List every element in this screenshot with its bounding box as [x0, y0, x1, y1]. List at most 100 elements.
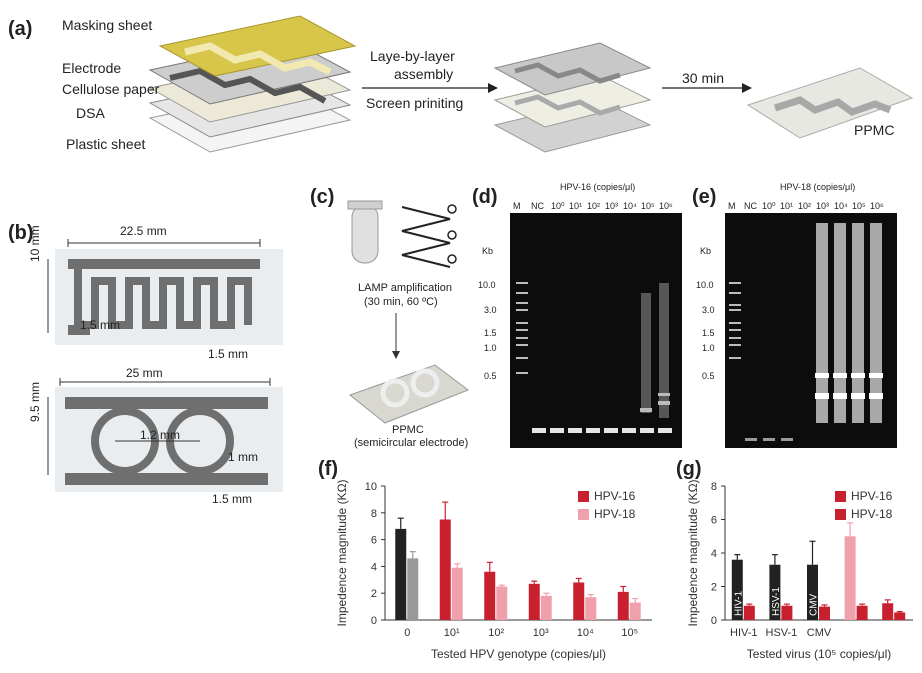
panel-g-label: (g): [676, 458, 702, 480]
y-tick-label: 10: [365, 481, 377, 493]
gel-d-lane: NC: [531, 201, 544, 211]
gel-e-lane: 10³: [816, 201, 830, 211]
gel-e-lane: 10⁵: [852, 201, 866, 211]
legend-label: HPV-18: [594, 507, 636, 521]
gel-d-lane: 10⁵: [641, 201, 655, 211]
y-tick-label: 4: [711, 548, 717, 560]
layer-label-electrode: Electrode: [62, 60, 122, 76]
dim-top-height: 10 mm: [28, 225, 42, 262]
gel-e-lane: M: [728, 201, 736, 211]
layer-label-dsa: DSA: [76, 105, 105, 121]
x-tick-label: 10³: [533, 627, 549, 639]
panel-c-illustration: [347, 200, 470, 424]
bar: [484, 571, 496, 620]
x-axis-label: Tested virus (10⁵ copies/μl): [747, 647, 892, 661]
legend-label: HPV-18: [851, 507, 893, 521]
layer-label-cellulose: Cellulose paper: [62, 81, 160, 97]
x-tick-label: 10⁵: [621, 627, 638, 639]
gel-d-marker: 1.5: [484, 328, 497, 338]
y-tick-label: 0: [371, 615, 377, 627]
step-label-time: 30 min: [682, 70, 725, 86]
gel-d-lane: 10⁴: [623, 201, 637, 211]
bar: [439, 519, 451, 620]
exploded-layer-stack: [148, 15, 357, 153]
gel-e-lane: NC: [744, 201, 757, 211]
bar: [731, 559, 743, 620]
gel-e-lane: 10⁴: [834, 201, 848, 211]
bar-label: HSV-1: [771, 587, 782, 616]
gel-d-lane: 10³: [605, 201, 619, 211]
y-tick-label: 2: [371, 588, 377, 600]
bar: [496, 586, 508, 620]
gel-d-lane: 10⁰: [551, 201, 565, 211]
step-label-printing: Screen priniting: [366, 95, 464, 111]
dim-bottom-inner: 1.2 mm: [140, 428, 181, 442]
bar: [743, 605, 755, 620]
legend-swatch: [835, 509, 846, 520]
gel-e-marker: 10.0: [696, 280, 714, 290]
x-tick-label: HSV-1: [766, 627, 798, 639]
bar: [573, 582, 585, 620]
bar: [769, 564, 781, 620]
x-tick-label: 10¹: [444, 627, 460, 639]
y-tick-label: 8: [711, 481, 717, 493]
bar: [819, 606, 830, 620]
bar: [540, 595, 552, 620]
gel-e-lane: 10¹: [780, 201, 794, 211]
panel-b-illustration: [47, 239, 283, 492]
gel-e-marker: 0.5: [702, 371, 715, 381]
bar: [528, 583, 540, 620]
ppmc-c-label: PPMC: [392, 424, 424, 436]
gel-d-marker: 10.0: [478, 280, 496, 290]
panel-a-illustration: [148, 15, 914, 153]
gel-d-marker: 1.0: [484, 343, 497, 353]
gel-d-lane: 10⁶: [659, 201, 673, 211]
step-label-layer: Laye-by-layer: [370, 48, 455, 64]
bar: [451, 567, 463, 620]
y-axis-label: Impedence magnitude (KΩ): [335, 479, 349, 626]
gel-e-image: [725, 213, 897, 448]
y-tick-label: 6: [711, 515, 717, 527]
bar-label: HIV-1: [733, 591, 744, 616]
x-tick-label: HIV-1: [730, 627, 758, 639]
bar: [617, 591, 629, 620]
panel-a-label: (a): [8, 18, 33, 40]
x-tick-label: 0: [404, 627, 410, 639]
dim-top-inner: 1.5 mm: [80, 318, 121, 332]
dim-bottom-width: 25 mm: [126, 366, 163, 380]
gel-d-lane-labels: M NC 10⁰ 10¹ 10² 10³ 10⁴ 10⁵ 10⁶: [513, 201, 681, 213]
legend-label: HPV-16: [851, 489, 893, 503]
ppmc-device-illustration: [746, 67, 914, 139]
y-tick-label: 2: [711, 582, 717, 594]
legend-swatch: [578, 509, 589, 520]
bar: [856, 605, 868, 620]
dim-bottom-height: 9.5 mm: [28, 381, 42, 422]
bar: [882, 603, 894, 620]
y-tick-label: 4: [371, 561, 377, 573]
gel-d-marker: 0.5: [484, 371, 497, 381]
bar: [807, 564, 818, 620]
bar: [844, 536, 856, 620]
x-tick-label: 10⁴: [577, 627, 594, 639]
bar: [629, 602, 641, 620]
gel-e-title: HPV-18 (copies/μl): [780, 182, 856, 192]
bar: [781, 605, 793, 620]
gel-d-lane: 10¹: [569, 201, 583, 211]
gel-e-marker: 3.0: [702, 305, 715, 315]
gel-d-kb: Kb: [482, 246, 494, 256]
bar-label: CMV: [809, 593, 820, 616]
legend-label: HPV-16: [594, 489, 636, 503]
assembly-illustration: [493, 42, 652, 153]
y-tick-label: 6: [371, 535, 377, 547]
dim-bottom-gap: 1 mm: [228, 450, 258, 464]
panel-b-label: (b): [8, 222, 34, 244]
bar: [395, 528, 407, 620]
gel-d-lane: M: [513, 201, 521, 211]
lamp-condition-label: (30 min, 60 ºC): [364, 296, 438, 308]
legend-swatch: [835, 491, 846, 502]
dim-top-gap: 1.5 mm: [208, 347, 249, 361]
x-tick-label: 10²: [488, 627, 504, 639]
gel-e-marker: 1.0: [702, 343, 715, 353]
panel-e-label: (e): [692, 186, 717, 208]
